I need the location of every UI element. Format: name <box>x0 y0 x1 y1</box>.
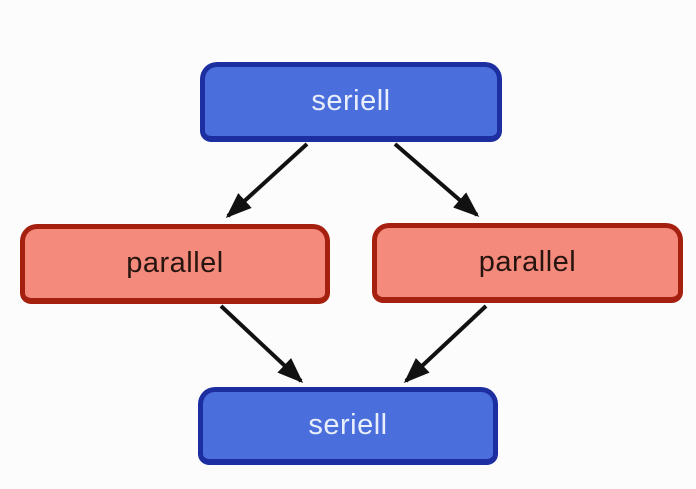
node-label: parallel <box>478 246 577 278</box>
node-seriell-bottom: seriell <box>198 387 498 465</box>
node-seriell-top: seriell <box>200 62 502 142</box>
node-label: seriell <box>308 409 388 441</box>
arrow-seriell-top-to-parallel-right <box>393 142 480 217</box>
arrow-seriell-top-to-parallel-left <box>225 142 309 219</box>
arrow-parallel-right-to-seriell-bottom <box>403 304 488 384</box>
node-parallel-left: parallel <box>20 224 330 304</box>
node-parallel-right: parallel <box>372 223 683 303</box>
node-label: seriell <box>311 85 391 117</box>
node-label: parallel <box>126 247 224 279</box>
arrow-parallel-left-to-seriell-bottom <box>219 304 304 384</box>
